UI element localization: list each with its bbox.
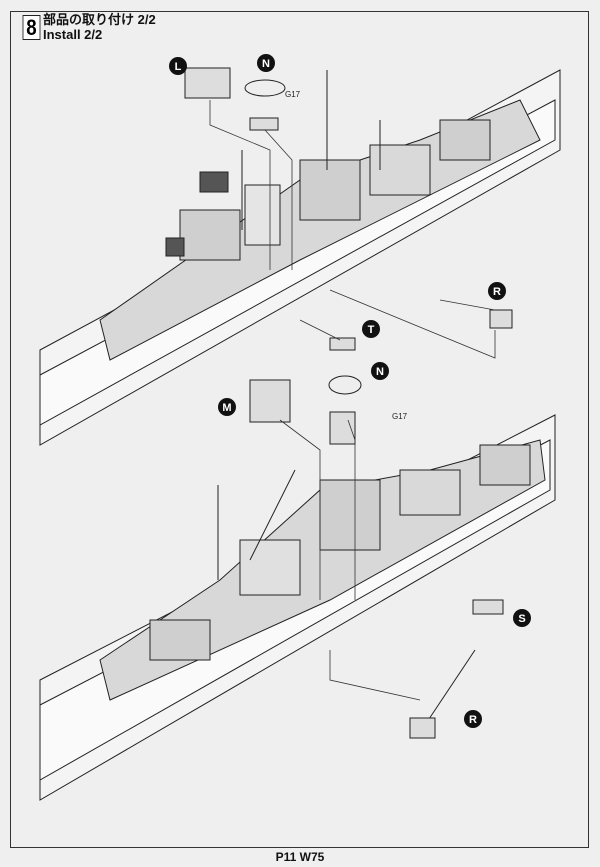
svg-text:N: N (376, 366, 384, 378)
upper-ship (39, 67, 561, 446)
svg-text:S: S (518, 613, 525, 625)
lower-ship (39, 375, 556, 801)
part-label-g17: G17 (285, 90, 301, 99)
svg-text:R: R (469, 714, 477, 726)
callout-R-lower: R (464, 710, 482, 728)
callout-N: N (257, 54, 275, 72)
step-number: 8 (22, 15, 41, 40)
callout-S: S (513, 609, 531, 627)
svg-text:M: M (222, 402, 231, 414)
svg-text:R: R (493, 286, 501, 298)
step-title: 部品の取り付け 2/2 Install 2/2 (43, 12, 156, 42)
step-title-jp: 部品の取り付け 2/2 (43, 12, 156, 27)
svg-text:L: L (175, 61, 182, 73)
part-label-g17-lower: G17 (392, 412, 408, 421)
step-title-en: Install 2/2 (43, 27, 103, 42)
callout-T: T (362, 320, 380, 338)
callout-L: L (169, 57, 187, 75)
svg-text:N: N (262, 58, 270, 70)
callout-N-lower: N (371, 362, 389, 380)
page-number: P11 W75 (275, 850, 325, 864)
svg-text:T: T (368, 324, 375, 336)
callout-M: M (218, 398, 236, 416)
page-frame (10, 11, 589, 848)
callout-R: R (488, 282, 506, 300)
